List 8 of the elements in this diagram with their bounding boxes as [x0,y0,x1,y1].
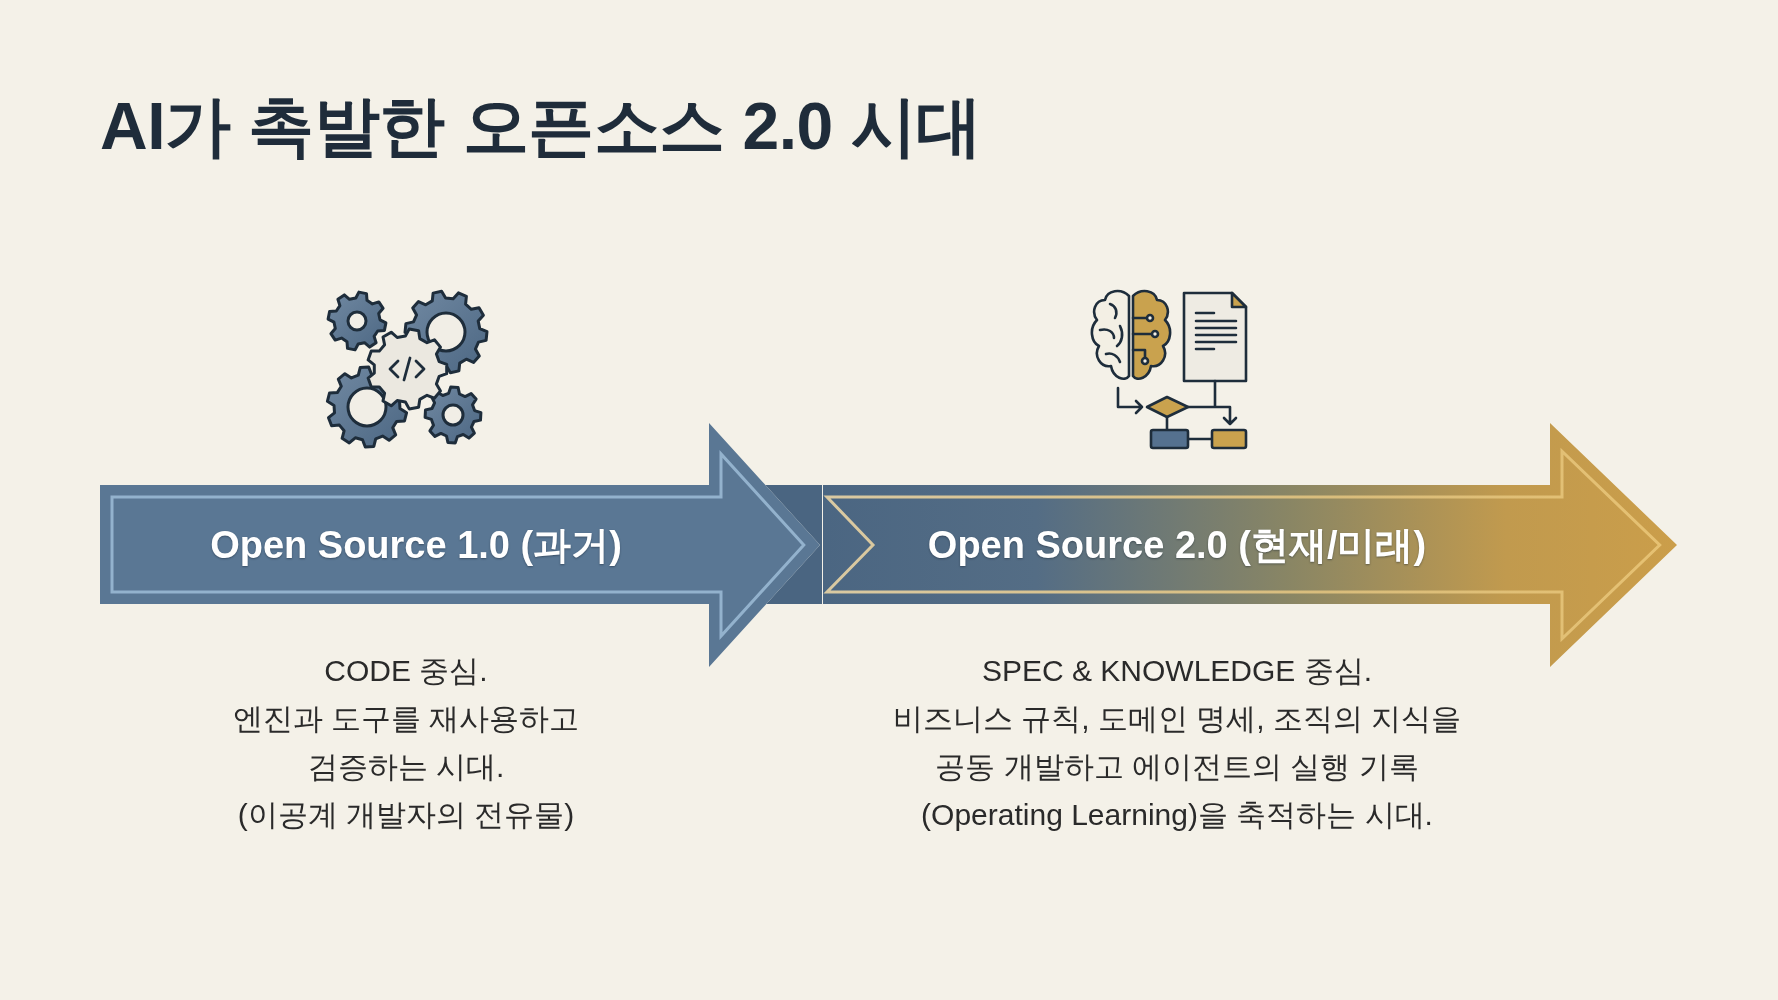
description-text: CODE 중심. [323,653,489,689]
description-text: 비즈니스 규칙, 도메인 명세, 조직의 지식을 공동 개발하고 에이전트의 실행 기록 (Operating Learning)을 축적하는 시대. [891,701,1463,833]
description-text: (이공계 개발자의 전유물) [236,797,576,833]
description-text: 엔진과 도구를 재사용하고 검증하는 시대. [231,701,581,785]
arrow-label: Open Source 1.0 (과거) [210,523,622,567]
arrow-label: Open Source 2.0 (현재/미래) [927,523,1427,567]
title: AI가 촉발한 오픈소스 2.0 시대 [100,88,982,165]
description-text: SPEC & KNOWLEDGE 중심. [980,653,1374,689]
